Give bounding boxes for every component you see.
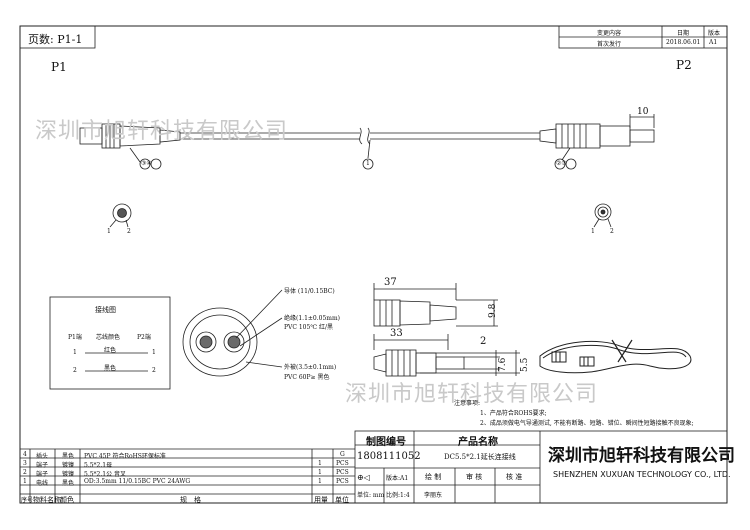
drawing-no-label: 制图编号 [366,437,406,448]
company-name-en: SHENZHEN XUXUAN TECHNOLOGY CO., LTD. [553,470,731,479]
watermark-bottom: 深圳市旭轩科技有限公司 [345,382,599,407]
conductor-label: 导体 (11/0.15BC) [284,288,335,295]
wiring-header-color: 芯线颜色 [96,334,121,341]
bom-row3-unit: PCS [336,460,349,467]
callout-p2: ②③ [556,160,567,167]
rev-header-date: 日期 [677,30,690,37]
p2-pin-2: 2 [610,228,614,235]
bom-row3-spec: 5.5*2.1母 [84,462,113,469]
wiring-title: 接线图 [95,306,116,314]
product-name-label: 产品名称 [458,437,498,448]
unit-label: 单位: mm [357,492,385,499]
dim-2: 2 [480,336,487,347]
bom-row3-name: 端子 [36,462,49,469]
bom-row2-color: 镀镍 [62,471,75,478]
bom-header-color: 颜色 [60,496,74,504]
dim-7-6: 7.6 [498,357,508,372]
version: 版本:A1 [386,475,409,482]
bom-header-unit: 单位 [335,496,349,504]
dim-33: 33 [390,328,403,339]
bom-row2-name: 端子 [36,471,49,478]
product-name: DC5.5*2.1延长连接线 [444,453,516,461]
rev-row-change: 首次发行 [597,41,622,48]
dim-9-8: 9.8 [488,303,498,318]
bom-header-spec: 规 格 [180,496,201,504]
bom-row1-spec: OD:3.5mm 11/0.15BC PVC 24AWG [84,478,191,485]
p1-pin-1: 1 [107,228,111,235]
dim-37: 37 [384,277,397,288]
bom-row4-no: 4 [23,451,27,458]
note-2: 2、成品须做电气导通测试, 不能有断路、短路、错位、瞬间性短路接触不良现象; [480,420,694,427]
page-label: 页数: P1-1 [28,33,83,46]
bom-row2-unit: PCS [336,469,349,476]
bom-header-no: 序号 [21,497,34,504]
bom-row4-spec: PVC 45P 符合RoHS环保标准 [84,453,166,460]
review-label: 审 核 [466,473,483,481]
bom-header-qty: 用量 [314,496,328,504]
rev-header-version: 版本 [708,30,721,37]
bom-row3-no: 3 [23,460,27,467]
wiring-row2-p2: 2 [152,367,156,374]
dim-5-5: 5.5 [520,357,530,372]
bom-row3-color: 镀镍 [62,462,75,469]
draw-label: 绘 制 [425,473,442,481]
callout-cable: 1 [366,160,370,167]
wiring-row2-color: 黑色 [104,365,117,372]
company-name-cn: 深圳市旭轩科技有限公司 [548,446,735,466]
rev-row-version: A1 [709,39,718,46]
drafter-name: 李丽东 [424,492,443,499]
bom-row1-no: 1 [23,478,27,485]
insulation-material: PVC 105℃ 红/黑 [284,324,333,331]
bom-row4-unit: G [340,451,345,458]
bom-row4-name: 插头 [36,453,49,460]
rev-header-change: 变更内容 [597,30,622,37]
note-1: 1、产品符合ROHS要求; [480,410,547,417]
bom-row2-qty: 1 [318,469,322,476]
bom-row1-unit: PCS [336,478,349,485]
drawing-no: 1808111052 [357,451,421,462]
p2-pin-1: 1 [591,228,595,235]
watermark-top: 深圳市旭轩科技有限公司 [35,119,289,144]
sign-icon: ⊕◁ [357,473,370,482]
bom-row1-name: 电线 [36,480,49,487]
notes-title: 注意事项: [454,400,481,407]
scale-label: 比例:1:4 [386,492,410,499]
bom-row2-spec: 5.5*2.1公 音叉 [84,471,126,478]
jacket-material: PVC 60P≥ 黑色 [284,374,330,381]
wiring-header-p1: P1端 [68,334,82,341]
bom-row1-qty: 1 [318,478,322,485]
wiring-row1-p2: 1 [152,349,156,356]
approve-label: 核 准 [506,473,523,481]
jacket-label: 外被(3.5±0.1mm) [284,364,337,371]
wiring-row1-p1: 1 [73,349,77,356]
callout-p1: ③④ [141,160,152,167]
p1-pin-2: 2 [127,228,131,235]
bom-header-name: 物料名称 [33,496,61,504]
dim-10: 10 [637,107,649,117]
wiring-header-p2: P2端 [137,334,151,341]
insulation-label: 绝缘(1.1±0.05mm) [284,315,340,322]
bom-row4-color: 黑色 [62,453,75,460]
p2-label: P2 [676,58,692,72]
wiring-row2-p1: 2 [73,367,77,374]
rev-row-date: 2018.06.01 [666,39,701,46]
bom-row3-qty: 1 [318,460,322,467]
bom-row1-color: 黑色 [62,480,75,487]
wiring-row1-color: 红色 [104,347,117,354]
p1-label: P1 [51,60,67,74]
bom-row2-no: 2 [23,469,27,476]
